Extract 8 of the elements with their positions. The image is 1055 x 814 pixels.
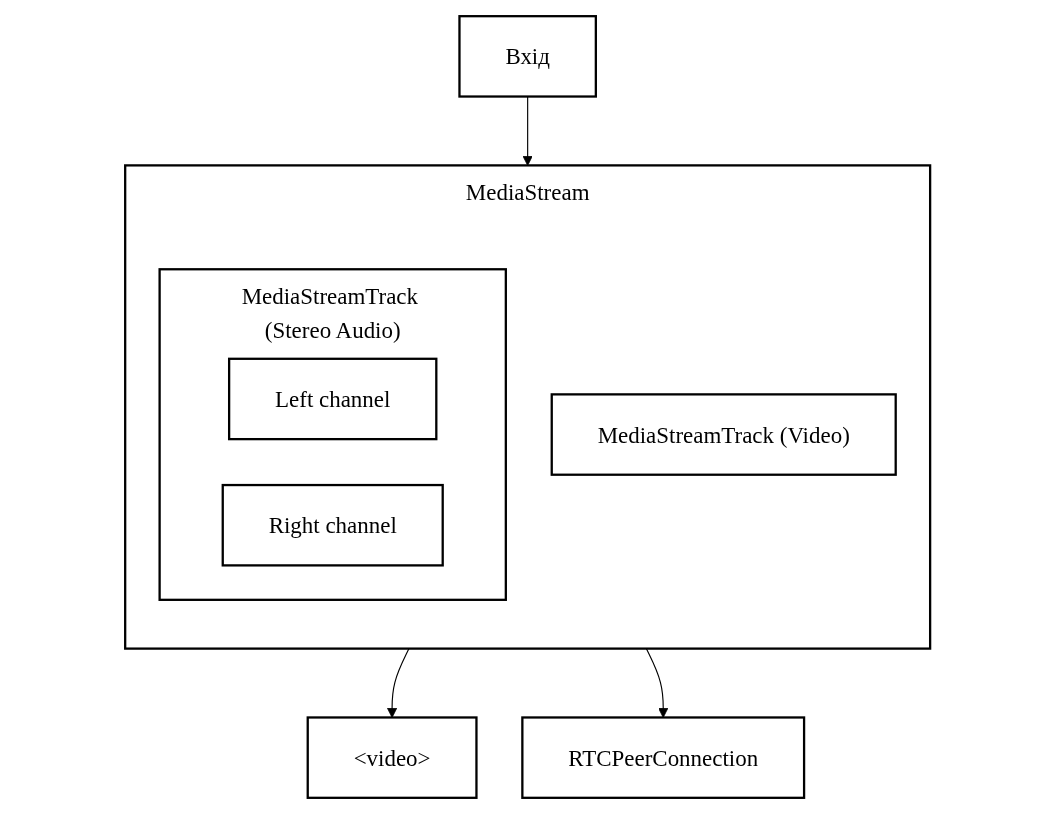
node-box: Right channel xyxy=(221,483,444,567)
node-box: Left channel xyxy=(227,357,438,441)
arrow xyxy=(645,648,669,718)
node-box: Вхід xyxy=(458,15,597,98)
arrow xyxy=(386,648,410,718)
node-box: RTCPeerConnection xyxy=(521,716,806,799)
node-box: MediaStreamTrack (Video) xyxy=(550,393,897,476)
node-box: <video> xyxy=(306,716,478,799)
